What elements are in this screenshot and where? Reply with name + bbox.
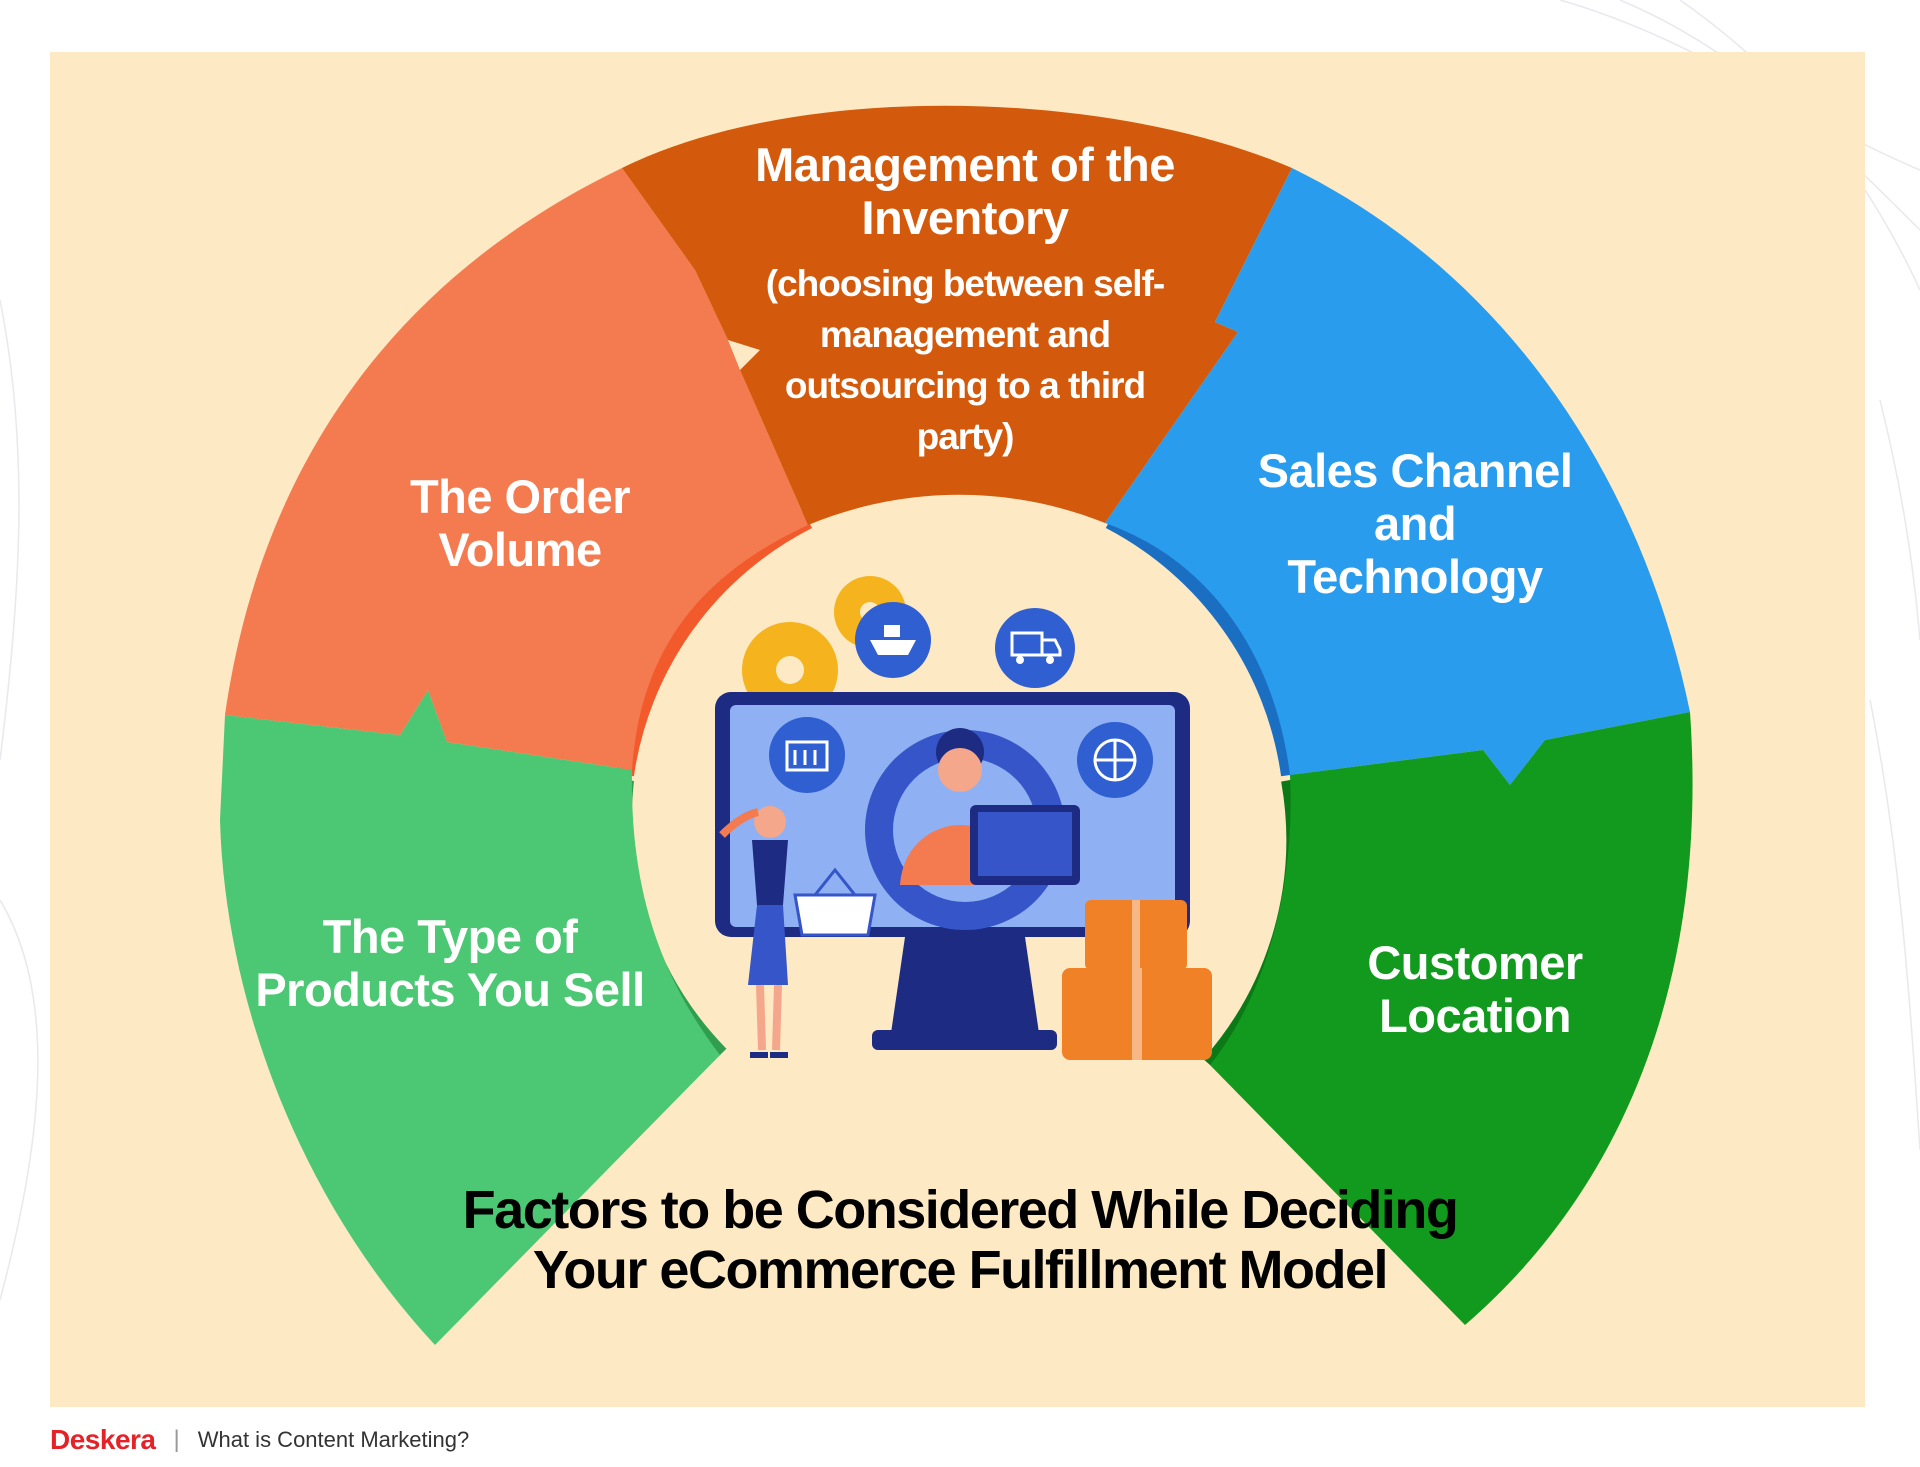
page-title: Factors to be Considered While Deciding … bbox=[462, 1180, 1459, 1301]
woman-figure bbox=[719, 806, 788, 1058]
segment-sales-channel bbox=[1105, 168, 1690, 785]
label-order-volume: The Order Volume bbox=[409, 470, 631, 577]
truck-icon bbox=[995, 608, 1075, 688]
warehouse-icon bbox=[769, 717, 845, 793]
central-illustration bbox=[715, 576, 1212, 1060]
footer-caption: What is Content Marketing? bbox=[197, 1427, 470, 1452]
segment-customer-location bbox=[1210, 712, 1693, 1325]
label-sales-channel: Sales Channel and Technology bbox=[1257, 444, 1573, 604]
segment-products-type bbox=[220, 690, 720, 1345]
label-customer-location: Customer Location bbox=[1367, 936, 1583, 1043]
label-inventory-management: Management of the Inventory (choosing be… bbox=[755, 138, 1175, 458]
globe-icon bbox=[1077, 722, 1153, 798]
footer: Deskera | What is Content Marketing? bbox=[50, 1420, 469, 1460]
segment-inventory-management bbox=[622, 105, 1292, 525]
cardboard-box-icon bbox=[1062, 900, 1212, 1060]
label-products-type: The Type of Products You Sell bbox=[255, 910, 645, 1017]
segment-order-volume bbox=[225, 168, 808, 770]
shopping-basket-icon bbox=[793, 867, 877, 937]
ship-icon bbox=[855, 602, 931, 678]
footer-separator: | bbox=[173, 1426, 180, 1453]
headset-agent-icon bbox=[900, 728, 1080, 885]
inner-ring-accent bbox=[1105, 512, 1299, 777]
brand-logo[interactable]: Deskera bbox=[50, 1424, 156, 1455]
